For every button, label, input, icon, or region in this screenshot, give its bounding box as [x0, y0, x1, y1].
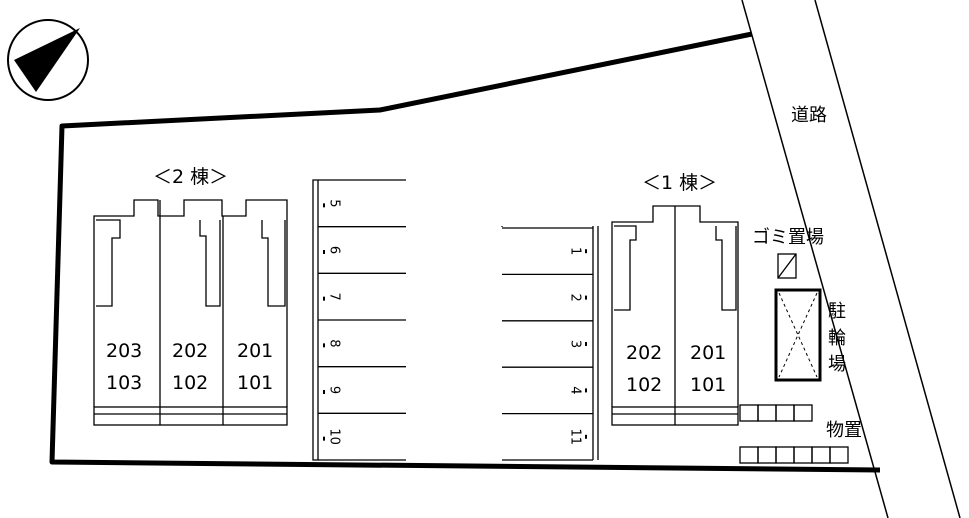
road-label: 道路	[791, 105, 827, 126]
building-1-title: ＜1 棟＞	[642, 172, 717, 194]
bicycle-label-3: 場	[828, 354, 846, 375]
parking-space-number: 6	[327, 246, 342, 254]
storage-blocks	[739, 404, 849, 464]
parking-space-number: 2	[568, 293, 583, 301]
parking-left-labels: 5 6 7 8 9 10	[323, 199, 342, 445]
building-1	[611, 205, 739, 426]
site-boundary	[49, 31, 881, 473]
unit-1-201: 201	[690, 342, 726, 364]
storage-block	[775, 446, 795, 464]
parking-space-number: 8	[327, 339, 342, 347]
parking-right	[501, 226, 599, 461]
storage-block	[757, 404, 777, 422]
storage-block	[757, 446, 777, 464]
storage-block	[775, 404, 795, 422]
storage-block	[811, 446, 831, 464]
storage-label: 物置	[826, 420, 862, 441]
storage-block	[829, 446, 849, 464]
parking-right-labels: 1 2 3 4 11	[568, 247, 587, 445]
road	[741, 0, 961, 518]
unit-203: 203	[106, 340, 142, 362]
parking-space-number: 4	[568, 386, 583, 394]
unit-103: 103	[106, 372, 142, 394]
garbage-label: ゴミ置場	[752, 227, 824, 248]
parking-space-number: 9	[327, 386, 342, 394]
parking-space-number: 1	[568, 247, 583, 255]
storage-block	[739, 404, 759, 422]
bicycle-label-1: 駐	[828, 301, 846, 322]
storage-block	[793, 404, 813, 422]
building-1-units: 202 102 201 101	[626, 342, 726, 396]
unit-201: 201	[237, 340, 273, 362]
storage-block	[739, 446, 759, 464]
bicycle-label-2: 輪	[828, 328, 846, 349]
parking-space-number: 7	[327, 293, 342, 301]
garbage-box-icon	[777, 253, 797, 279]
unit-1-102: 102	[626, 374, 662, 396]
north-arrow-icon	[7, 19, 89, 101]
storage-block	[793, 446, 813, 464]
parking-space-number: 5	[327, 199, 342, 207]
unit-1-101: 101	[690, 374, 726, 396]
building-2	[93, 199, 288, 426]
building-2-title: ＜2 棟＞	[153, 166, 228, 188]
parking-space-number: 10	[327, 428, 342, 445]
unit-101: 101	[237, 372, 273, 394]
parking-space-number: 3	[568, 340, 583, 348]
parking-left	[312, 179, 406, 461]
building-2-units: 203 103 202 102 201 101	[106, 340, 273, 394]
unit-202: 202	[172, 340, 208, 362]
bicycle-parking-area	[774, 288, 822, 382]
unit-1-202: 202	[626, 342, 662, 364]
parking-space-number: 11	[568, 429, 583, 446]
unit-102: 102	[172, 372, 208, 394]
